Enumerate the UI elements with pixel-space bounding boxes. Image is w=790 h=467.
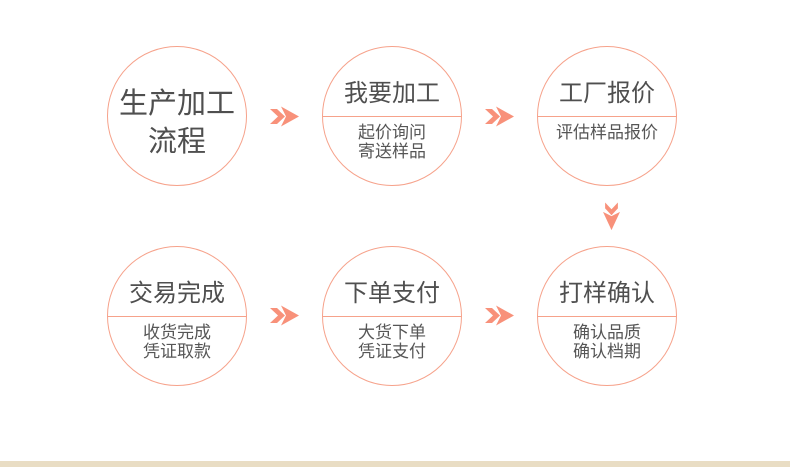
node-subtitle: 大货下单 凭证支付 bbox=[323, 324, 461, 362]
node-subtitle-line2: 寄送样品 bbox=[358, 142, 426, 162]
node-title: 打样确认 bbox=[559, 279, 655, 307]
node-title-line1: 生产加工 bbox=[118, 86, 235, 120]
bottom-border-strip bbox=[0, 461, 790, 467]
arrow-right-icon bbox=[485, 106, 515, 127]
arrow-right-icon bbox=[270, 106, 300, 127]
node-subtitle-line2: 凭证支付 bbox=[358, 342, 426, 362]
divider-line bbox=[323, 116, 461, 117]
flow-node-order-payment: 下单支付 大货下单 凭证支付 bbox=[322, 246, 462, 386]
divider-line bbox=[108, 316, 246, 317]
arrow-right-icon bbox=[270, 305, 300, 326]
flow-node-request-processing: 我要加工 起价询问 寄送样品 bbox=[322, 46, 462, 186]
flow-node-sample-confirmation: 打样确认 确认品质 确认档期 bbox=[537, 246, 677, 386]
node-subtitle-line2: 凭证取款 bbox=[143, 342, 211, 362]
node-subtitle-line1: 收货完成 bbox=[143, 323, 211, 343]
flow-node-factory-quote: 工厂报价 评估样品报价 bbox=[537, 46, 677, 186]
arrow-right-icon bbox=[485, 305, 515, 326]
divider-line bbox=[323, 316, 461, 317]
divider-line bbox=[538, 316, 676, 317]
node-subtitle-line1: 起价询问 bbox=[358, 123, 426, 143]
flow-node-transaction-complete: 交易完成 收货完成 凭证取款 bbox=[107, 246, 247, 386]
node-subtitle: 评估样品报价 bbox=[538, 124, 676, 143]
node-subtitle-line1: 大货下单 bbox=[358, 323, 426, 343]
flow-node-production-process: 生产加工 流程 bbox=[107, 46, 247, 186]
node-title: 交易完成 bbox=[129, 279, 225, 307]
divider-line bbox=[538, 116, 676, 117]
node-subtitle-line2: 确认档期 bbox=[573, 342, 641, 362]
node-title: 工厂报价 bbox=[559, 79, 655, 107]
node-subtitle: 收货完成 凭证取款 bbox=[108, 324, 246, 362]
node-subtitle-line1: 确认品质 bbox=[573, 323, 641, 343]
node-title: 生产加工 流程 bbox=[108, 84, 246, 160]
node-subtitle: 确认品质 确认档期 bbox=[538, 324, 676, 362]
node-subtitle-line1: 评估样品报价 bbox=[556, 123, 658, 143]
node-subtitle: 起价询问 寄送样品 bbox=[323, 124, 461, 162]
node-title: 我要加工 bbox=[344, 79, 440, 107]
node-title: 下单支付 bbox=[344, 279, 440, 307]
arrow-down-icon bbox=[603, 200, 620, 233]
node-title-line2: 流程 bbox=[147, 124, 206, 158]
